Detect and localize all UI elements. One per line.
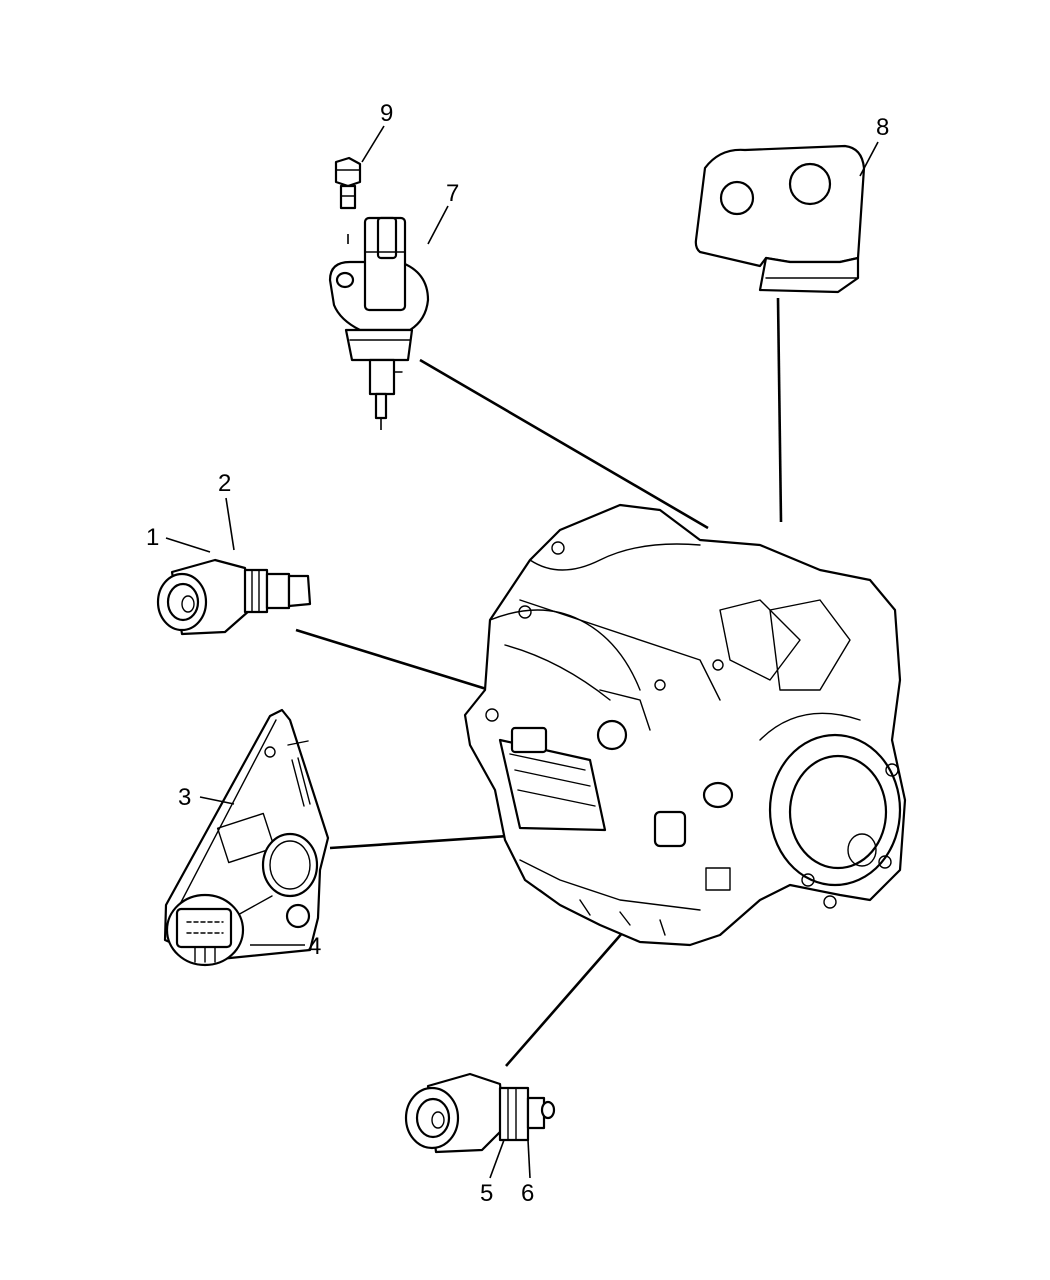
pressure-switch-part	[156, 558, 312, 636]
leader-line-9	[361, 125, 385, 163]
transaxle-assembly	[463, 503, 907, 947]
callout-1: 1	[146, 524, 160, 551]
leader-line-7	[427, 205, 449, 245]
range-sensor-part	[163, 708, 330, 967]
leader-line-1	[165, 537, 211, 553]
callout-9: 9	[380, 100, 394, 127]
pointer-line-item-8	[776, 297, 783, 523]
pointer-line-item-7	[419, 358, 709, 530]
speed-sensor-part	[328, 216, 430, 430]
leader-line-6	[527, 1139, 531, 1179]
pressure-sensor-part	[404, 1072, 556, 1154]
callout-8: 8	[876, 114, 890, 141]
callout-7: 7	[446, 180, 460, 207]
callout-5: 5	[480, 1180, 494, 1207]
leader-line-5	[489, 1139, 505, 1179]
leader-line-2	[225, 497, 235, 551]
bracket-part	[694, 144, 866, 294]
bolt-part	[334, 156, 362, 244]
leader-line-3	[199, 796, 235, 805]
callout-3: 3	[178, 784, 192, 811]
callout-2: 2	[218, 470, 232, 497]
leader-line-8	[859, 141, 879, 177]
callout-6: 6	[521, 1180, 535, 1207]
callout-4: 4	[308, 933, 322, 960]
